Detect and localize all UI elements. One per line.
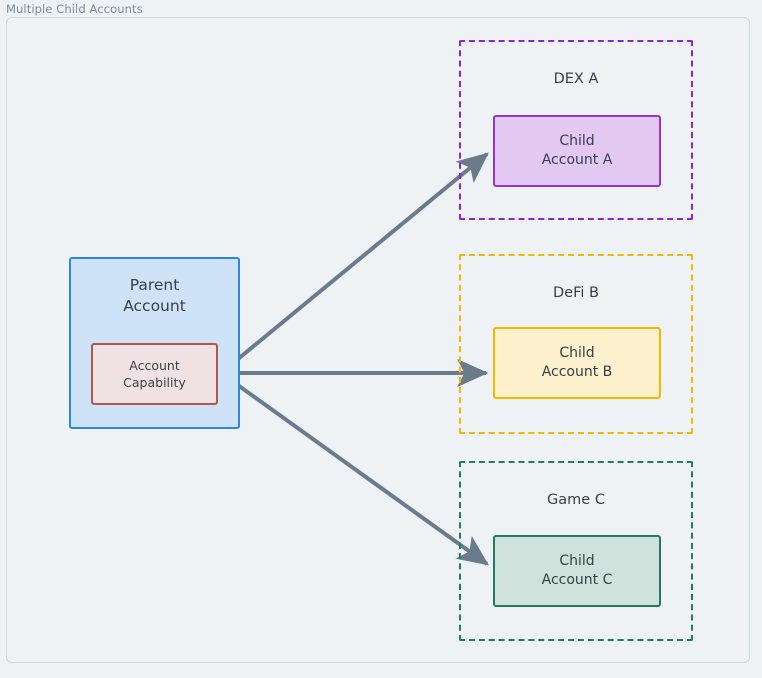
- child-account-c-node[interactable]: Child Account C: [493, 535, 661, 607]
- group-game-c-title: Game C: [547, 492, 605, 508]
- group-game-c[interactable]: Game C: [459, 461, 693, 641]
- child-account-a-label-line2: Account A: [541, 152, 613, 168]
- group-defi-b[interactable]: DeFi B: [459, 254, 693, 434]
- parent-account-label-line2: Account: [123, 297, 186, 316]
- group-dex-a-title: DEX A: [553, 71, 599, 87]
- child-account-c-label-line1: Child: [559, 552, 595, 569]
- parent-account-label-line1: Parent: [129, 276, 180, 294]
- panel-title: Multiple Child Accounts: [6, 2, 143, 16]
- child-account-b-node[interactable]: Child Account B: [493, 327, 661, 399]
- group-dex-a[interactable]: DEX A: [459, 40, 693, 220]
- child-account-b-label-line2: Account B: [541, 364, 613, 380]
- child-account-a-label-line1: Child: [559, 132, 595, 149]
- child-account-b-label-line1: Child: [559, 344, 595, 361]
- account-capability-label-line1: Account: [129, 357, 180, 373]
- account-capability-label-line2: Capability: [123, 375, 186, 390]
- child-account-c-label-line2: Account C: [541, 572, 613, 588]
- group-defi-b-title: DeFi B: [553, 285, 599, 301]
- child-account-a-node[interactable]: Child Account A: [493, 115, 661, 187]
- account-capability-node[interactable]: Account Capability: [91, 343, 218, 405]
